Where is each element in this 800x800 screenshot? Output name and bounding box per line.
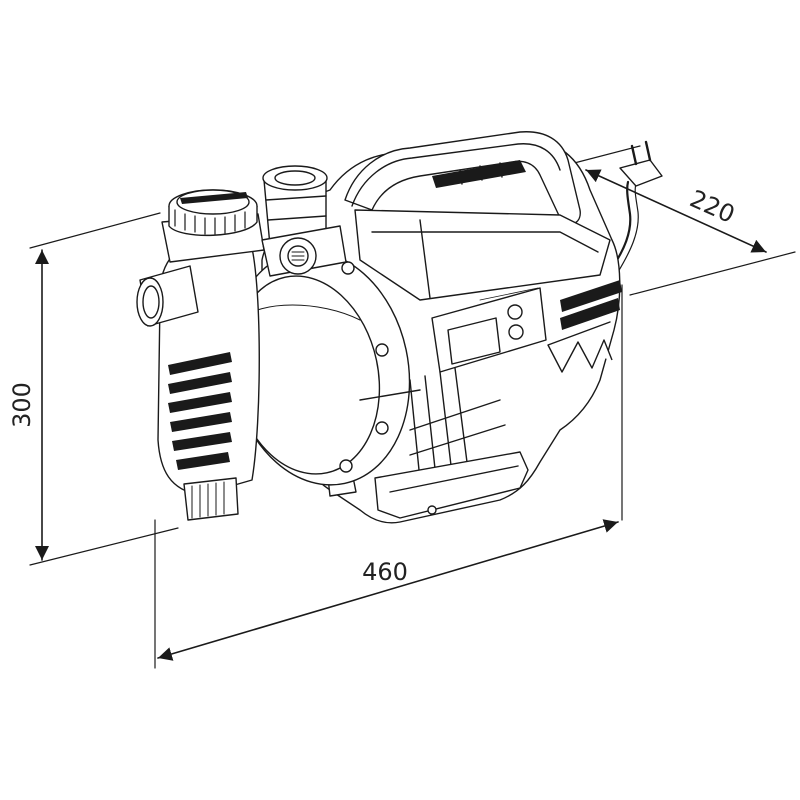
side-vents bbox=[547, 280, 622, 373]
width-dimension: 460 bbox=[154, 284, 623, 669]
depth-label: 220 bbox=[686, 185, 739, 229]
width-label: 460 bbox=[362, 558, 408, 586]
filter-cap bbox=[161, 189, 265, 263]
control-panel bbox=[431, 287, 547, 373]
control-button-icon bbox=[508, 324, 524, 340]
plug-icon bbox=[619, 140, 663, 187]
inlet-port bbox=[136, 265, 199, 327]
power-cord bbox=[610, 180, 639, 273]
height-label: 300 bbox=[8, 382, 36, 428]
pump-illustration bbox=[136, 131, 663, 524]
screw-icon bbox=[375, 421, 389, 435]
height-extension-top bbox=[29, 212, 161, 249]
drain-plug bbox=[183, 477, 239, 521]
screw-icon bbox=[339, 459, 353, 473]
pump-base bbox=[327, 451, 529, 519]
depth-dimension-line bbox=[585, 169, 767, 253]
pressure-knob bbox=[261, 225, 347, 277]
width-dimension-line bbox=[157, 519, 619, 661]
depth-extension-bottom bbox=[629, 251, 796, 296]
lcd-display bbox=[447, 317, 501, 365]
cooling-ribs bbox=[409, 367, 506, 481]
height-dimension: 300 bbox=[8, 212, 179, 566]
filter-dome bbox=[229, 250, 421, 486]
screw-icon bbox=[341, 261, 355, 275]
control-button-icon bbox=[507, 304, 523, 320]
screw-icon bbox=[375, 343, 389, 357]
carry-handle bbox=[344, 131, 581, 226]
height-extension-bottom bbox=[29, 527, 179, 566]
